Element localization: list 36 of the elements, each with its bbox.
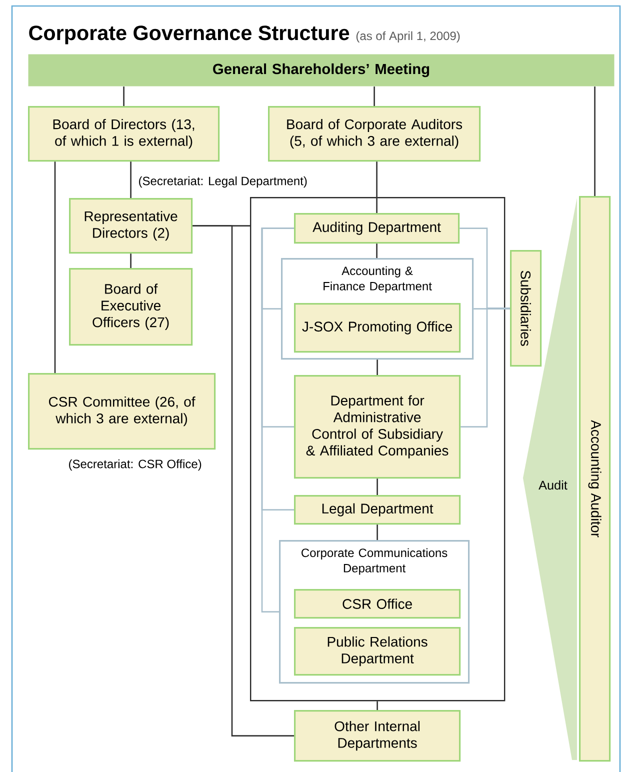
- connector-line: [376, 162, 378, 213]
- organization-box: Board of Directors (13, of which 1 is external): [28, 106, 220, 162]
- connector-line: [594, 86, 596, 196]
- connector-line: [261, 228, 294, 612]
- department-frame: [250, 197, 506, 702]
- connector-line: [374, 86, 375, 106]
- organization-box: Legal Department: [294, 495, 461, 525]
- organization-box: Board of Corporate Auditors (5, of which 3 are external): [268, 106, 481, 162]
- organization-box: Public Relations Department: [294, 627, 461, 676]
- organization-box: Accounting Auditor: [579, 196, 611, 762]
- secretariat-note: (Secretariat: CSR Office): [69, 459, 202, 471]
- organization-box: Representative Directors (2): [69, 198, 193, 254]
- connector-line: [376, 701, 378, 710]
- connector-line: [123, 86, 124, 106]
- connector-line: [460, 308, 510, 428]
- connector-line: [376, 244, 378, 258]
- connector-line: [130, 254, 132, 268]
- connector-line: [376, 360, 378, 375]
- connector-line: [376, 524, 378, 540]
- title: Corporate Governance Structure: [29, 26, 350, 44]
- connector-line: [130, 162, 132, 198]
- meeting-band: General Shareholders’ Meeting: [28, 54, 614, 86]
- organization-box: Subsidiaries: [510, 250, 542, 367]
- organization-box: J-SOX Promoting Office: [294, 303, 461, 353]
- date-note: (as of April 1, 2009): [356, 31, 460, 42]
- organization-box: Department for Administrative Control of Subsidiary & Affiliated Companies: [294, 375, 461, 479]
- secretariat-note: (Secretariat: Legal Department): [139, 176, 307, 188]
- organization-box: Board of Executive Officers (27): [69, 268, 193, 346]
- connector-line: [376, 478, 378, 495]
- connector-line: [54, 162, 56, 373]
- connector-line: [192, 225, 294, 736]
- organization-box: CSR Office: [294, 589, 461, 619]
- organization-box: CSR Committee (26, of which 3 are external): [28, 373, 216, 450]
- organization-box: Auditing Department: [294, 213, 460, 244]
- organization-box: Other Internal Departments: [294, 710, 461, 762]
- connector-line: [474, 308, 510, 310]
